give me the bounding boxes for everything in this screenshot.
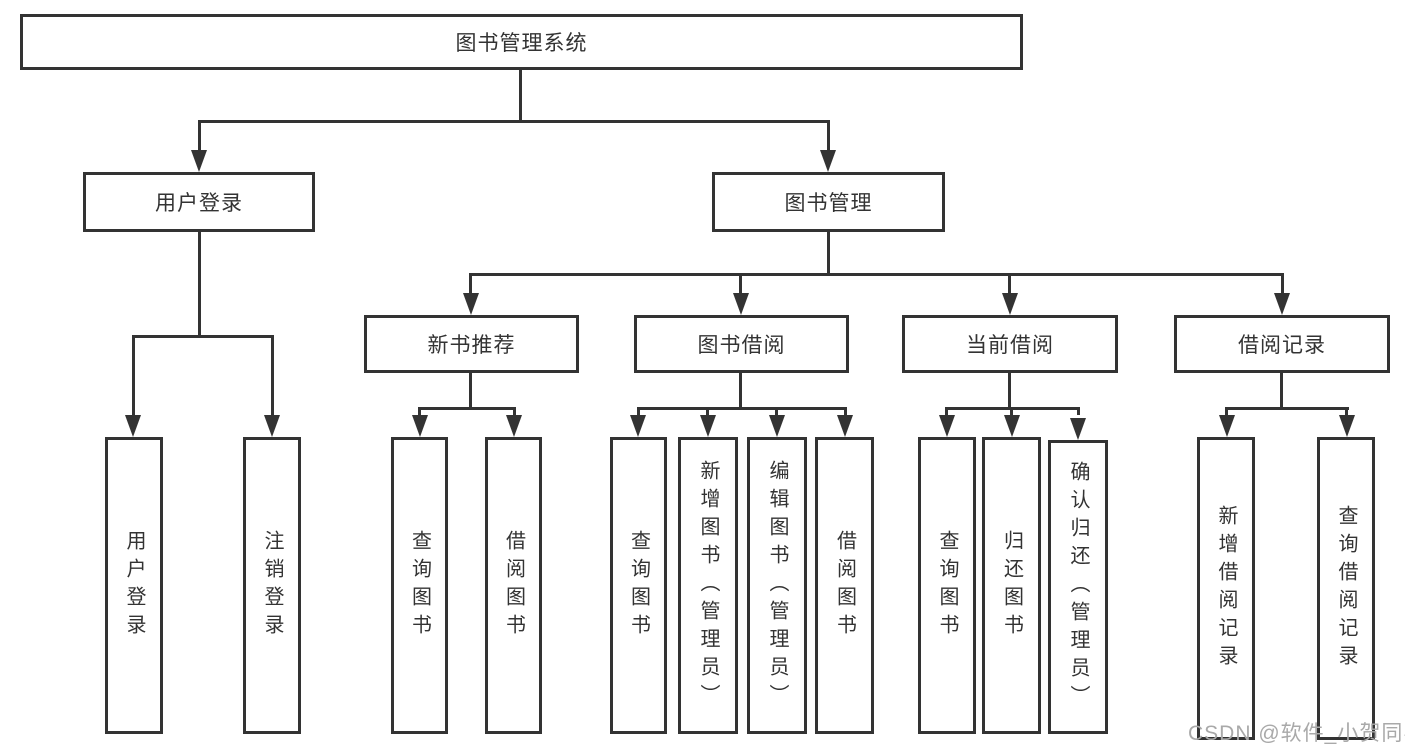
arrowhead-borrow-leaf-2 [700,415,716,437]
leaf-current-return: 归还图书 [982,437,1041,734]
connector-borrow-drop-4 [844,407,847,415]
node-book-borrow-label: 图书借阅 [697,334,786,357]
csdn-watermark: CSDN @软件_小贺同学 [1188,722,1405,745]
arrowhead-record-leaf-2 [1339,415,1355,437]
leaf-logout-label: 注销登录 [261,529,283,642]
node-current-borrow: 当前借阅 [902,315,1118,373]
leaf-current-query-label: 查询图书 [936,529,958,642]
leaf-borrow-borrow: 借阅图书 [815,437,874,734]
arrowhead-new-book [463,293,479,315]
connector-newbook-stem [469,373,472,407]
leaf-record-add: 新增借阅记录 [1197,437,1255,740]
arrowhead-user-login [191,150,207,172]
connector-mgmt-drop-4 [1281,273,1284,293]
arrowhead-borrow-leaf-4 [837,415,853,437]
leaf-borrow-add-admin: 新增图书（管理员） [678,437,738,734]
node-borrow-record-label: 借阅记录 [1238,334,1326,357]
connector-borrow-drop-2 [706,407,709,415]
leaf-newbook-query-label: 查询图书 [408,529,431,642]
leaf-newbook-query: 查询图书 [391,437,448,734]
connector-mgmt-drop-2 [739,273,742,293]
arrowhead-current-borrow [1002,293,1018,315]
node-root-system: 图书管理系统 [20,14,1023,70]
connector-login-drop-2 [271,335,274,415]
leaf-borrow-add-admin-label: 新增图书（管理员） [697,459,719,712]
leaf-current-confirm-admin-label: 确认归还（管理员） [1067,461,1089,713]
connector-login-drop-1 [132,335,135,415]
leaf-user-login-label: 用户登录 [123,529,145,642]
leaf-current-query: 查询图书 [918,437,976,734]
connector-current-drop-2 [1010,407,1013,415]
connector-root-bar [198,120,830,123]
leaf-current-return-label: 归还图书 [1000,529,1023,642]
node-current-borrow-label: 当前借阅 [966,334,1054,357]
leaf-borrow-borrow-label: 借阅图书 [833,529,856,642]
leaf-record-add-label: 新增借阅记录 [1215,504,1237,673]
connector-record-drop-2 [1345,407,1348,415]
connector-current-drop-1 [945,407,948,415]
connector-borrow-drop-1 [637,407,640,415]
connector-login-bar [132,335,274,338]
node-new-book-recommend: 新书推荐 [364,315,579,373]
connector-newbook-bar [418,407,516,410]
node-book-mgmt: 图书管理 [712,172,945,232]
connector-current-drop-3 [1077,407,1080,415]
arrowhead-newbook-leaf-1 [412,415,428,437]
node-user-login: 用户登录 [83,172,315,232]
arrowhead-borrow-record [1274,293,1290,315]
arrowhead-newbook-leaf-2 [506,415,522,437]
leaf-user-login: 用户登录 [105,437,163,734]
connector-borrow-bar [637,407,847,410]
connector-mgmt-stem [827,232,830,273]
leaf-borrow-query: 查询图书 [610,437,667,734]
connector-record-drop-1 [1225,407,1228,415]
connector-mgmt-drop-3 [1008,273,1011,293]
arrowhead-borrow-leaf-3 [769,415,785,437]
connector-root-stem [519,70,522,120]
leaf-borrow-edit-admin: 编辑图书（管理员） [747,437,807,734]
connector-borrow-stem [739,373,742,407]
leaf-newbook-borrow: 借阅图书 [485,437,542,734]
connector-record-stem [1280,373,1283,407]
leaf-borrow-edit-admin-label: 编辑图书（管理员） [766,459,788,712]
node-user-login-label: 用户登录 [155,192,243,215]
node-new-book-recommend-label: 新书推荐 [427,334,516,357]
connector-record-bar [1225,407,1349,410]
connector-root-drop-right [827,120,830,150]
arrowhead-book-borrow [733,293,749,315]
node-book-borrow: 图书借阅 [634,315,849,373]
leaf-record-query: 查询借阅记录 [1317,437,1375,740]
connector-newbook-drop-2 [513,407,516,415]
arrowhead-book-mgmt [820,150,836,172]
arrowhead-record-leaf-1 [1219,415,1235,437]
arrowhead-login-leaf-2 [264,415,280,437]
leaf-record-query-label: 查询借阅记录 [1335,504,1357,673]
node-root-system-label: 图书管理系统 [455,32,588,55]
arrowhead-login-leaf-1 [125,415,141,437]
arrowhead-current-leaf-3 [1070,418,1086,440]
node-borrow-record: 借阅记录 [1174,315,1390,373]
arrowhead-borrow-leaf-1 [630,415,646,437]
connector-newbook-drop-1 [418,407,421,415]
connector-current-stem [1008,373,1011,407]
connector-borrow-drop-3 [775,407,778,415]
arrowhead-current-leaf-2 [1004,415,1020,437]
arrowhead-current-leaf-1 [939,415,955,437]
leaf-logout: 注销登录 [243,437,301,734]
leaf-current-confirm-admin: 确认归还（管理员） [1048,440,1108,734]
connector-mgmt-bar [469,273,1284,276]
node-book-mgmt-label: 图书管理 [784,192,873,215]
leaf-borrow-query-label: 查询图书 [627,529,650,642]
connector-mgmt-drop-1 [469,273,472,293]
connector-login-stem [198,232,201,335]
leaf-newbook-borrow-label: 借阅图书 [502,529,525,642]
connector-root-drop-left [198,120,201,150]
